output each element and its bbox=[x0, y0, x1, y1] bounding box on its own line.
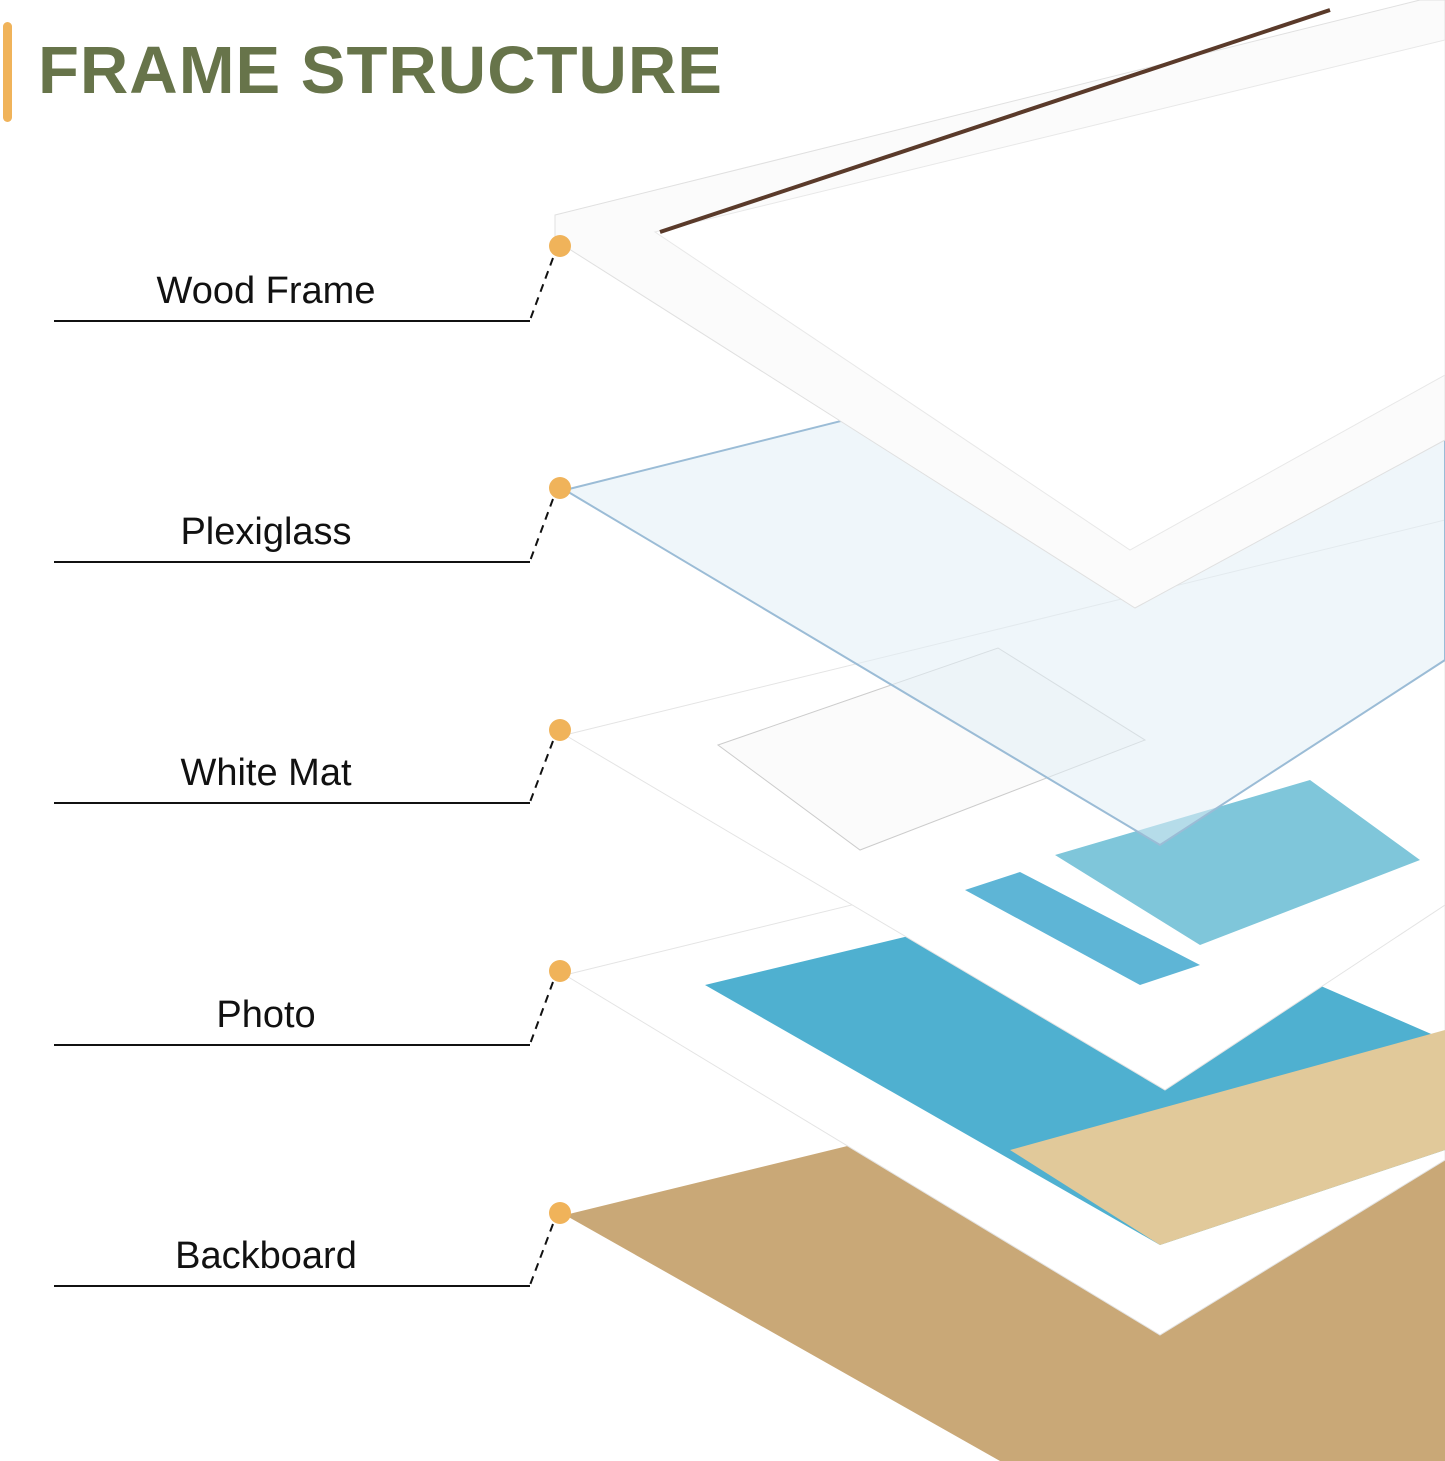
label-plexiglass: Plexiglass bbox=[180, 511, 352, 553]
title-accent-bar bbox=[3, 22, 12, 122]
label-photo: Photo bbox=[216, 994, 316, 1036]
label-underline bbox=[54, 802, 530, 804]
frame-opening bbox=[653, 39, 1445, 551]
mat-window-photo bbox=[965, 872, 1200, 985]
label-underline bbox=[54, 1044, 530, 1046]
marker-dots bbox=[549, 235, 571, 1224]
label-white-mat: White Mat bbox=[180, 752, 352, 794]
beach-sand bbox=[1010, 1030, 1445, 1245]
page-title: FRAME STRUCTURE bbox=[38, 33, 723, 108]
leader-lines bbox=[529, 257, 554, 1286]
label-underline bbox=[54, 561, 530, 563]
mat-window-photo bbox=[1055, 780, 1420, 945]
label-backboard: Backboard bbox=[175, 1235, 357, 1277]
label-underline bbox=[54, 320, 530, 322]
label-wood-frame: Wood Frame bbox=[156, 270, 376, 312]
label-underline bbox=[54, 1285, 530, 1287]
